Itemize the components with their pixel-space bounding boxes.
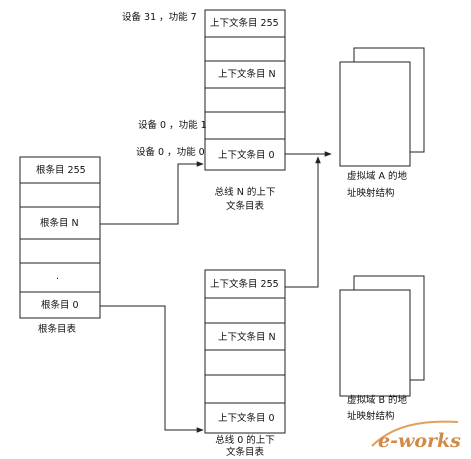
device-label-0-1: 设备 0 ，功能 1 (138, 120, 207, 131)
arrow-bus-0-entry-255-to-domain-a (285, 156, 321, 288)
bus-n-entry-n: 上下文条目 N (218, 69, 276, 80)
bus-n-caption-line2: 文条目表 (225, 201, 264, 212)
bus-0-entry-255: 上下文条目 255 (210, 279, 279, 290)
watermark-swoosh (371, 420, 459, 447)
root-table (19, 156, 101, 319)
arrow-root-n-to-bus-n (100, 161, 204, 225)
root-entry-n: 根条目 N (40, 218, 79, 229)
device-label-0-0: 设备 0 ，功能 0 (136, 147, 205, 158)
bus-n-entry-0: 上下文条目 0 (218, 150, 275, 161)
bus-n-entry-255: 上下文条目 255 (210, 18, 279, 29)
bus-0-entry-0: 上下文条目 0 (218, 413, 275, 424)
root-table-caption: 根条目表 (38, 324, 77, 335)
bus-0-caption-line1: 总线 0 的上下 (215, 435, 275, 446)
watermark-logo: e-works (378, 430, 461, 452)
root-entry-0: 根条目 0 (41, 300, 79, 311)
domain-a-pages (339, 47, 425, 167)
domain-b-label-line1: 虚拟域 B 的地 (347, 395, 408, 406)
root-entry-255: 根条目 255 (36, 165, 86, 176)
root-entry-ellipsis: . (56, 271, 60, 282)
bus-0-context-table (204, 269, 286, 434)
bus-0-entry-n: 上下文条目 N (218, 332, 276, 343)
domain-a-label-line1: 虚拟域 A 的地 (347, 171, 408, 182)
domain-b-label-line2: 址映射结构 (347, 411, 395, 422)
device-label-31-7: 设备 31 ，功能 7 (122, 12, 197, 23)
bus-n-caption-line1: 总线 N 的上下 (214, 187, 276, 198)
domain-a-label-line2: 址映射结构 (347, 188, 395, 199)
bus-n-context-table (204, 9, 286, 171)
domain-b-pages (339, 275, 425, 397)
arrow-root-0-to-bus-0 (100, 305, 204, 433)
bus-0-caption-line2: 文条目表 (225, 447, 264, 458)
